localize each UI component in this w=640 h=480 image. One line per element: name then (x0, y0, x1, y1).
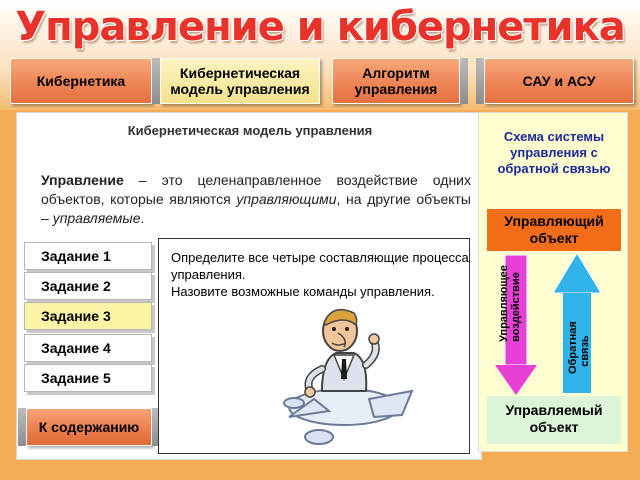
task-3-button[interactable]: Задание 3 (24, 302, 152, 330)
definition-part: – это целенаправленное воздействие одних… (41, 172, 471, 207)
pilot-on-airplane-illustration (283, 308, 414, 445)
tab-label: Кибернетика (36, 73, 126, 89)
back-button-label: К содержанию (38, 419, 140, 435)
panel-title: Кибернетическая модель управления (127, 123, 373, 138)
task-1-button[interactable]: Задание 1 (24, 242, 152, 270)
definition-term: Управление (41, 172, 124, 188)
schema-arrows (495, 252, 602, 395)
tab-label: Алгоритм управления (354, 65, 438, 97)
tab-label: Кибернетическая модель управления (170, 65, 310, 97)
task-label: Задание 4 (41, 340, 111, 356)
feedback-label-text: Обратная связь (567, 321, 591, 374)
tab-cybernetic-model[interactable]: Кибернетическая модель управления (152, 58, 320, 104)
feedback-arrow-head (552, 252, 602, 294)
question-line-1: Определите все четыре составляющие проце… (171, 250, 469, 282)
definition-text: Управление – это целенаправленное воздей… (41, 171, 471, 228)
task-4-button[interactable]: Задание 4 (24, 334, 152, 362)
question-text: Определите все четыре составляющие проце… (171, 249, 471, 300)
task-5-button[interactable]: Задание 5 (24, 364, 152, 392)
definition-part: . (140, 210, 145, 226)
definition-italic-managed: управляемые (52, 210, 141, 226)
back-to-contents-button[interactable]: К содержанию (18, 408, 160, 446)
question-line-2: Назовите возможные команды управления. (171, 284, 435, 299)
page-title: Управление и кибернетика (15, 4, 626, 50)
task-label: Задание 5 (41, 370, 111, 386)
tab-sau-asu[interactable]: САУ и АСУ (476, 58, 634, 104)
feedback-schema-panel: Схема системы управления с обратной связ… (478, 112, 628, 452)
button-cap (18, 408, 26, 446)
button-cap (152, 408, 160, 446)
definition-italic-managing: управляющими (236, 191, 337, 207)
control-action-arrow-head (495, 365, 537, 395)
control-action-label-text: Управляющее воздействие (498, 265, 522, 342)
tab-label: САУ и АСУ (522, 73, 596, 89)
control-action-label: Управляющее воздействие (498, 265, 522, 349)
task-label: Задание 1 (41, 248, 111, 264)
controlled-object-block: Управляемый объект (487, 396, 621, 444)
schema-title: Схема системы управления с обратной связ… (497, 129, 611, 176)
tab-cap (460, 58, 468, 104)
feedback-label: Обратная связь (567, 311, 591, 391)
tab-cap (476, 58, 484, 104)
tab-cybernetics[interactable]: Кибернетика (10, 58, 160, 104)
controlling-object-block: Управляющий объект (487, 209, 621, 251)
task-label: Задание 2 (41, 278, 111, 294)
question-box: Определите все четыре составляющие проце… (158, 238, 470, 454)
feedback-arrow-shaft (563, 293, 591, 393)
tab-cap (152, 58, 160, 104)
task-label: Задание 3 (41, 308, 111, 324)
task-2-button[interactable]: Задание 2 (24, 272, 152, 300)
definition-part: , на другие объекты – (41, 191, 471, 226)
tab-algorithm[interactable]: Алгоритм управления (332, 58, 468, 104)
